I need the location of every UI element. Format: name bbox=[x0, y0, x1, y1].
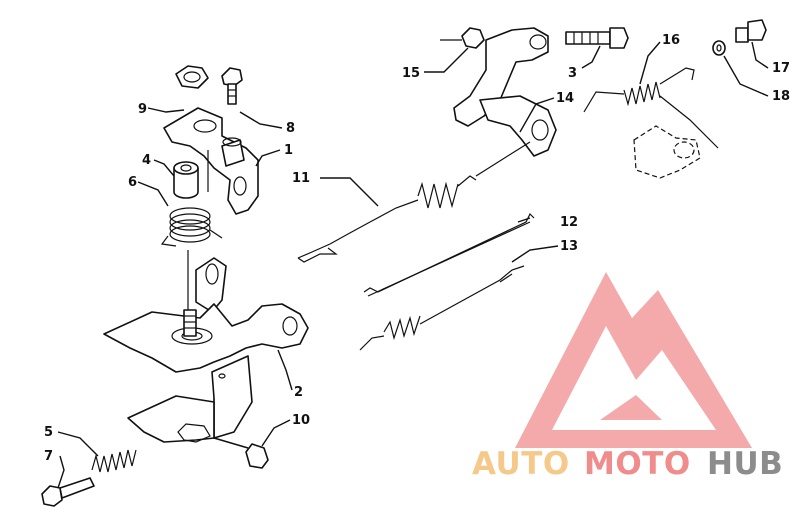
callout-17: 17 bbox=[772, 61, 790, 76]
part-rod-12 bbox=[363, 212, 535, 297]
callout-14: 14 bbox=[556, 91, 574, 106]
watermark-triangle-core bbox=[600, 395, 662, 420]
part-phantom-bracket bbox=[633, 125, 701, 179]
callout-8: 8 bbox=[286, 121, 295, 136]
callout-18: 18 bbox=[772, 89, 790, 104]
callout-7: 7 bbox=[44, 449, 53, 464]
callout-13: 13 bbox=[560, 239, 578, 254]
part-hex-nut-15 bbox=[440, 27, 485, 49]
callout-labels: 9 8 4 1 6 2 10 5 7 11 12 13 14 15 3 16 1… bbox=[44, 33, 790, 464]
part-lever bbox=[453, 27, 557, 157]
callout-2: 2 bbox=[294, 385, 303, 400]
part-bolt-3 bbox=[565, 27, 629, 49]
callout-15: 15 bbox=[402, 66, 420, 81]
guide-line-spring bbox=[659, 95, 719, 149]
callout-3: 3 bbox=[568, 66, 577, 81]
watermark-text-moto: MOTO bbox=[584, 446, 691, 482]
callout-10: 10 bbox=[292, 413, 310, 428]
part-stud bbox=[183, 309, 197, 337]
part-spacer bbox=[173, 161, 199, 199]
part-nut bbox=[175, 65, 209, 89]
part-washer bbox=[712, 40, 726, 56]
part-compression-spring bbox=[91, 449, 137, 473]
callout-9: 9 bbox=[138, 102, 147, 117]
leader-lines bbox=[57, 41, 769, 489]
callout-4: 4 bbox=[142, 153, 151, 168]
part-extension-spring-16 bbox=[583, 67, 695, 113]
callout-12: 12 bbox=[560, 215, 578, 230]
callout-11: 11 bbox=[292, 171, 310, 186]
part-tab bbox=[195, 257, 227, 313]
part-torsion-spring bbox=[160, 207, 223, 247]
callout-5: 5 bbox=[44, 425, 53, 440]
part-bracket-1 bbox=[163, 107, 259, 215]
part-mounting-plate bbox=[103, 303, 309, 373]
callout-1: 1 bbox=[284, 143, 293, 158]
part-bolt-10 bbox=[213, 437, 269, 469]
part-cable-13 bbox=[359, 265, 525, 351]
part-screw-17 bbox=[735, 19, 767, 43]
watermark-triangle-inner bbox=[552, 326, 716, 430]
part-bolt-8 bbox=[221, 67, 243, 105]
callout-16: 16 bbox=[662, 33, 680, 48]
callout-6: 6 bbox=[128, 175, 137, 190]
watermark-logo: AUTO MOTO HUB bbox=[472, 272, 783, 482]
part-cable-11 bbox=[297, 141, 531, 263]
part-bolt-7 bbox=[41, 477, 95, 507]
watermark-text-hub: HUB bbox=[707, 446, 783, 482]
watermark-text-auto: AUTO bbox=[472, 446, 570, 482]
part-lower-bracket bbox=[127, 355, 253, 443]
